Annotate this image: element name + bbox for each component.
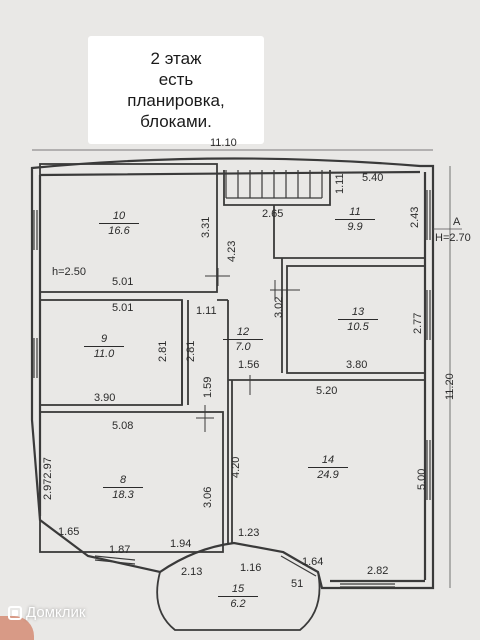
- room-area: 10.5: [347, 321, 369, 333]
- dim-508: 5.08: [112, 420, 134, 432]
- dim-116: 1.16: [240, 562, 262, 574]
- dim-281-b: 2.81: [185, 340, 197, 362]
- window-bay: [280, 551, 319, 577]
- window-left-mid: [33, 338, 38, 378]
- caption-line-3: планировка,: [127, 91, 225, 110]
- door-tick-10: [205, 268, 230, 286]
- room-14-label: 14 24.9: [308, 454, 348, 481]
- window-right-mid: [426, 290, 431, 340]
- stair-treads: [225, 170, 323, 199]
- room-13-label: 13 10.5: [338, 306, 378, 333]
- room-13-walls: [286, 265, 426, 374]
- dim-520: 5.20: [316, 385, 338, 397]
- caption-line-4: блоками.: [140, 112, 212, 131]
- watermark: Домклик: [8, 604, 85, 621]
- door-ticks: [196, 268, 300, 432]
- watermark-text: Домклик: [26, 604, 86, 621]
- dim-164: 1.64: [302, 556, 324, 568]
- dim-overall-height: 11.20: [444, 373, 456, 400]
- dim-501-mid: 5.01: [112, 302, 134, 314]
- dim-390: 3.90: [94, 392, 116, 404]
- caption-sticker: 2 этаж есть планировка, блоками.: [88, 36, 264, 144]
- dim-159: 1.59: [202, 376, 214, 398]
- dim-213: 2.13: [181, 566, 203, 578]
- room-area: 11.0: [93, 348, 115, 360]
- room-number: 11: [335, 206, 375, 220]
- ceiling-height: h=2.50: [52, 266, 86, 278]
- room-10-walls: [39, 163, 218, 293]
- home-square-icon: [8, 605, 22, 620]
- dim-501-top: 5.01: [112, 276, 134, 288]
- room-area: 7.0: [235, 341, 251, 353]
- room-8-label: 8 18.3: [103, 474, 143, 501]
- hall-12-walls: [181, 258, 283, 405]
- level-mark: H=2.70: [435, 232, 471, 244]
- room-12-label: 12 7.0: [223, 326, 263, 353]
- room-number: 14: [308, 454, 348, 468]
- dim-29797: 2.972.97: [42, 457, 54, 500]
- dim-302: 3.02: [273, 296, 285, 318]
- room-11-label: 11 9.9: [335, 206, 375, 233]
- door-tick-14: [240, 375, 256, 395]
- partitions: [39, 163, 426, 553]
- dim-111-stair: 1.11: [334, 173, 346, 194]
- dim-51: 51: [291, 578, 304, 590]
- dim-380: 3.80: [346, 359, 368, 371]
- dim-420: 4.20: [230, 456, 242, 478]
- dim-265: 2.65: [262, 208, 284, 220]
- dim-277: 2.77: [412, 312, 424, 334]
- dim-281-a: 2.81: [157, 340, 169, 362]
- room-number: 15: [218, 583, 258, 597]
- dim-111-hall: 1.11: [196, 305, 217, 317]
- room-9-label: 9 11.0: [84, 333, 124, 360]
- dim-165: 1.65: [58, 526, 80, 538]
- room-area: 18.3: [112, 489, 134, 501]
- dim-540: 5.40: [362, 172, 384, 184]
- room-number: 12: [223, 326, 263, 340]
- dimension-lines: [32, 149, 462, 588]
- dim-187: 1.87: [109, 544, 131, 556]
- window-left-top: [33, 210, 38, 250]
- caption-line-2: есть: [158, 70, 194, 89]
- room-8-walls: [39, 411, 224, 553]
- door-tick-12: [270, 280, 300, 300]
- window-bottom-left: [94, 555, 136, 565]
- window-bottom-right: [340, 583, 395, 588]
- dim-123: 1.23: [238, 527, 260, 539]
- section-mark: A: [453, 216, 461, 228]
- stair: [225, 170, 323, 199]
- bay-room-15: [156, 571, 321, 631]
- bay-room-arc: [156, 571, 321, 631]
- dim-156: 1.56: [238, 359, 260, 371]
- dim-overall-width: 11.10: [210, 137, 237, 149]
- room-10-label: 10 16.6: [99, 210, 139, 237]
- room-area: 6.2: [230, 598, 246, 610]
- window-right-top: [426, 190, 431, 240]
- room-number: 13: [338, 306, 378, 320]
- room-number: 10: [99, 210, 139, 224]
- room-area: 9.9: [347, 221, 363, 233]
- dim-243: 2.43: [409, 206, 421, 228]
- room-14-walls: [227, 379, 425, 543]
- dim-500: 5.00: [416, 468, 428, 490]
- dim-423: 4.23: [226, 240, 238, 262]
- window-right-low: [426, 440, 431, 500]
- dim-282: 2.82: [367, 565, 389, 577]
- room-area: 16.6: [108, 225, 130, 237]
- door-tick-8: [196, 405, 214, 432]
- windows: [33, 190, 431, 588]
- room-15-label: 15 6.2: [218, 583, 258, 610]
- dim-306: 3.06: [202, 486, 214, 508]
- room-11-walls: [223, 170, 425, 259]
- caption-line-1: 2 этаж: [150, 49, 202, 68]
- room-area: 24.9: [317, 469, 339, 481]
- room-number: 9: [84, 333, 124, 347]
- room-number: 8: [103, 474, 143, 488]
- dim-331: 3.31: [200, 216, 212, 238]
- dim-194: 1.94: [170, 538, 192, 550]
